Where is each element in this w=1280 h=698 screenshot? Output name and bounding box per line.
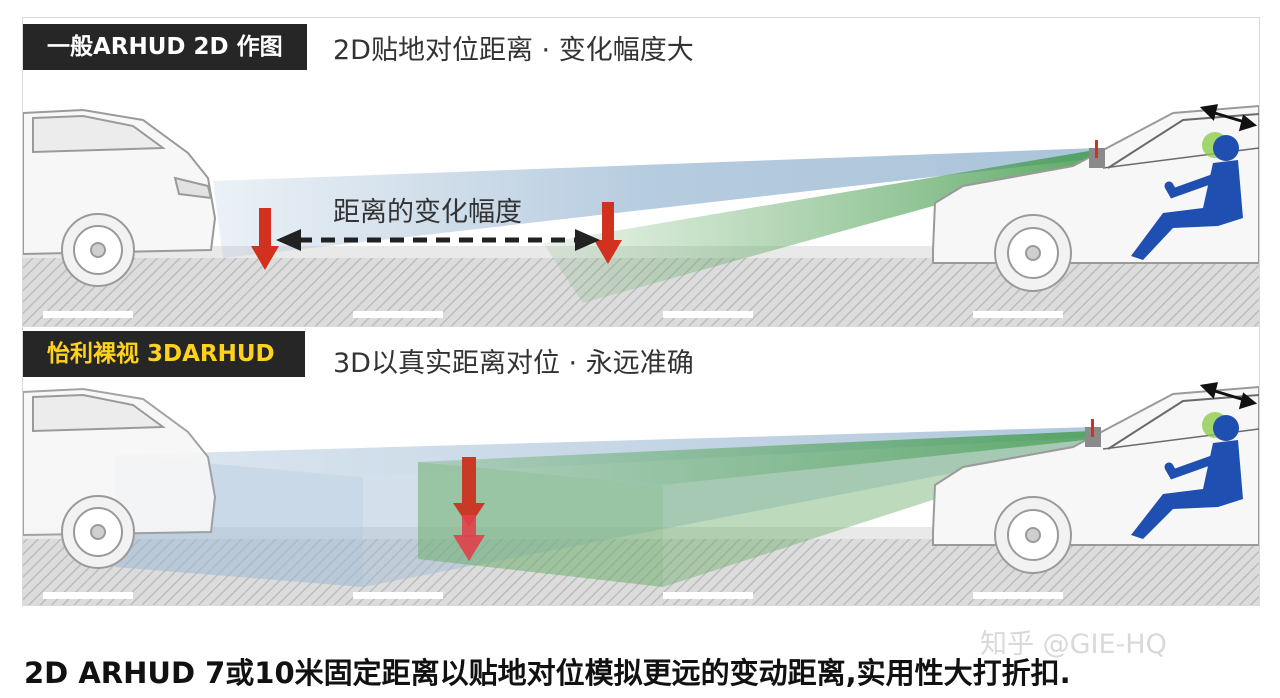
headline-3d: 3D以真实距离对位 · 永远准确 xyxy=(333,348,694,379)
hud-mark xyxy=(1091,419,1094,437)
hud-mark xyxy=(1095,140,1098,158)
double-arrow-icon xyxy=(1199,104,1258,132)
headline-2d: 2D贴地对位距离 · 变化幅度大 xyxy=(333,35,694,66)
tag-3d: 怡利裸视 3DARHUD xyxy=(23,331,305,377)
down-arrow-icon xyxy=(453,457,485,561)
panel-2d: 距离的变化幅度 一般ARHUD 2D 作图 2D贴地对位距离 · 变化幅度大 xyxy=(22,17,1260,327)
tag-2d: 一般ARHUD 2D 作图 xyxy=(23,24,307,70)
double-arrow-icon xyxy=(1199,382,1258,410)
driver-icon xyxy=(1131,132,1243,260)
panel-3d: 怡利裸视 3DARHUD 3D以真实距离对位 · 永远准确 xyxy=(22,326,1260,606)
down-arrow-icon xyxy=(251,208,279,270)
down-arrow-icon xyxy=(594,202,622,264)
range-label: 距离的变化幅度 xyxy=(333,197,522,228)
scene-2d: 距离的变化幅度 xyxy=(23,104,1259,326)
watermark: 知乎 @GIE-HQ xyxy=(980,629,1167,660)
range-arrow xyxy=(276,229,600,251)
scene-3d xyxy=(23,382,1259,605)
driver-icon xyxy=(1131,412,1243,539)
car-rear-icon xyxy=(23,387,217,569)
beam-far-blue xyxy=(213,148,1098,258)
volume-near-green xyxy=(418,431,1097,587)
caption: 2D ARHUD 7或10米固定距离以贴地对位模拟更远的变动距离,实用性大打折扣… xyxy=(24,656,1071,690)
car-rear-icon xyxy=(23,108,217,287)
